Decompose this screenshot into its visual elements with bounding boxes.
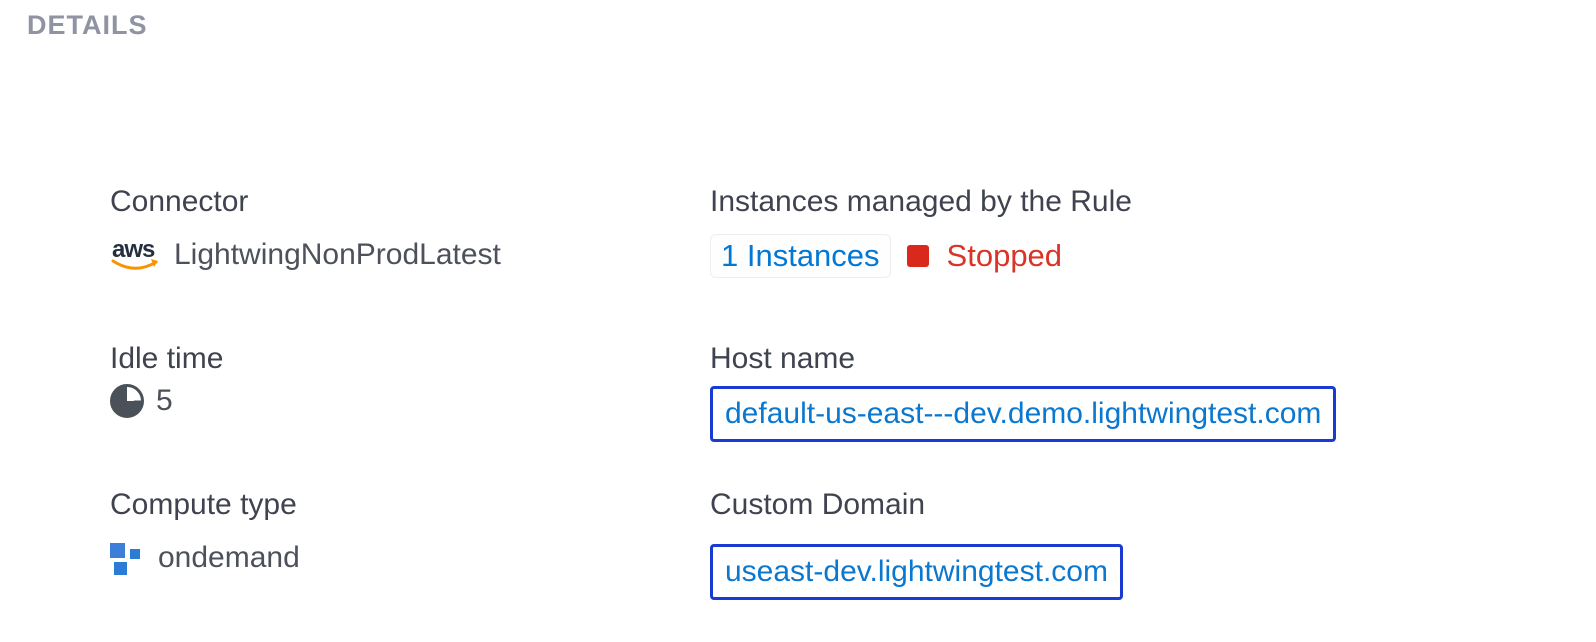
compute-type-value: ondemand xyxy=(158,541,300,574)
idle-time-value: 5 xyxy=(156,384,173,417)
instances-label: Instances managed by the Rule xyxy=(710,185,1132,218)
connector-value-row: aws LightwingNonProdLatest xyxy=(110,236,501,274)
custom-domain-label: Custom Domain xyxy=(710,488,926,521)
panel-title: DETAILS xyxy=(27,10,148,40)
connector-label: Connector xyxy=(110,185,249,218)
instances-count-link[interactable]: 1 Instances xyxy=(710,234,891,278)
compute-type-value-row: ondemand xyxy=(110,540,300,576)
idle-time-label: Idle time xyxy=(110,342,224,375)
aws-icon: aws xyxy=(110,236,162,274)
connector-value: LightwingNonProdLatest xyxy=(174,238,501,271)
host-name-label: Host name xyxy=(710,342,856,375)
compute-type-icon xyxy=(110,540,146,576)
idle-time-value-row: 5 xyxy=(110,384,173,418)
compute-type-label: Compute type xyxy=(110,488,297,521)
stopped-status-icon xyxy=(906,245,929,267)
idle-timer-icon xyxy=(110,384,144,418)
custom-domain-box: useast-dev.lightwingtest.com xyxy=(710,544,1123,600)
host-name-link[interactable]: default-us-east---dev.demo.lightwingtest… xyxy=(725,397,1322,430)
host-name-box: default-us-east---dev.demo.lightwingtest… xyxy=(710,386,1337,442)
stopped-status-text: Stopped xyxy=(946,238,1063,273)
instances-value-row: 1 Instances Stopped xyxy=(710,234,1062,278)
custom-domain-link[interactable]: useast-dev.lightwingtest.com xyxy=(725,555,1108,588)
